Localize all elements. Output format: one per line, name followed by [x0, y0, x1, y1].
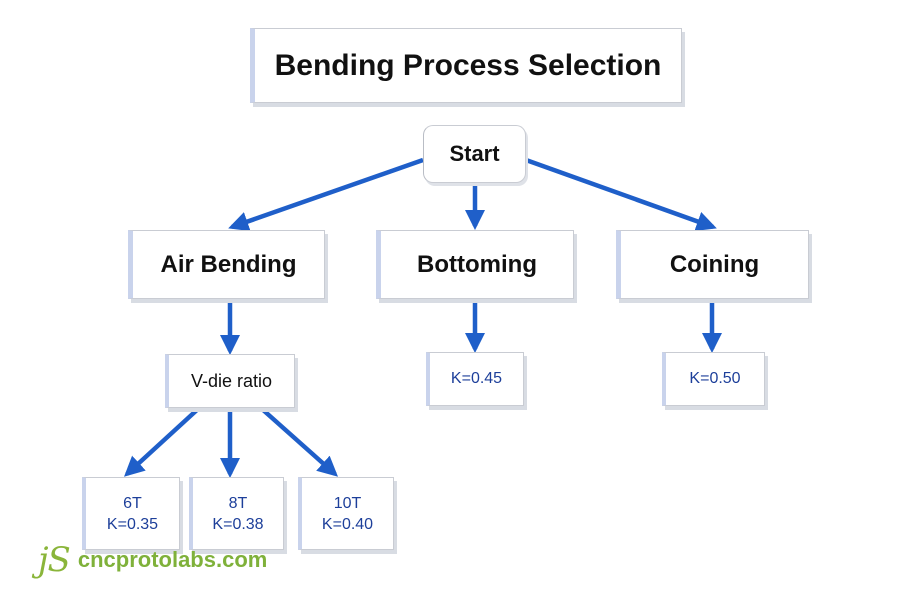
option-6t: 6T K=0.35 [82, 477, 180, 550]
option-10t: 10T K=0.40 [298, 477, 394, 550]
bottoming-k-factor: K=0.45 [426, 352, 524, 406]
coining-k-factor: K=0.50 [662, 352, 765, 406]
option-k-factor: K=0.40 [321, 515, 374, 533]
arrow-start-to-air-bending [228, 157, 424, 232]
watermark-logo: jS cncprotolabs.com [38, 540, 267, 580]
js-logo-icon: jS [38, 540, 71, 580]
process-air-bending: Air Bending [128, 230, 325, 299]
start-node: Start [423, 125, 526, 183]
arrow-v-die-to-10t [260, 407, 339, 477]
option-ratio: 6T [123, 494, 142, 512]
process-bottoming: Bottoming [376, 230, 574, 299]
diagram-title: Bending Process Selection [250, 28, 682, 103]
watermark-text: cncprotolabs.com [77, 547, 268, 572]
arrow-v-die-to-6t [124, 407, 200, 477]
option-k-factor: K=0.35 [106, 515, 159, 533]
process-coining: Coining [616, 230, 809, 299]
option-8t: 8T K=0.38 [189, 477, 284, 550]
option-ratio: 8T [228, 494, 248, 512]
option-k-factor: K=0.38 [212, 515, 264, 533]
v-die-ratio-node: V-die ratio [165, 354, 295, 408]
option-ratio: 10T [333, 494, 362, 512]
arrow-start-to-coining [525, 157, 717, 232]
